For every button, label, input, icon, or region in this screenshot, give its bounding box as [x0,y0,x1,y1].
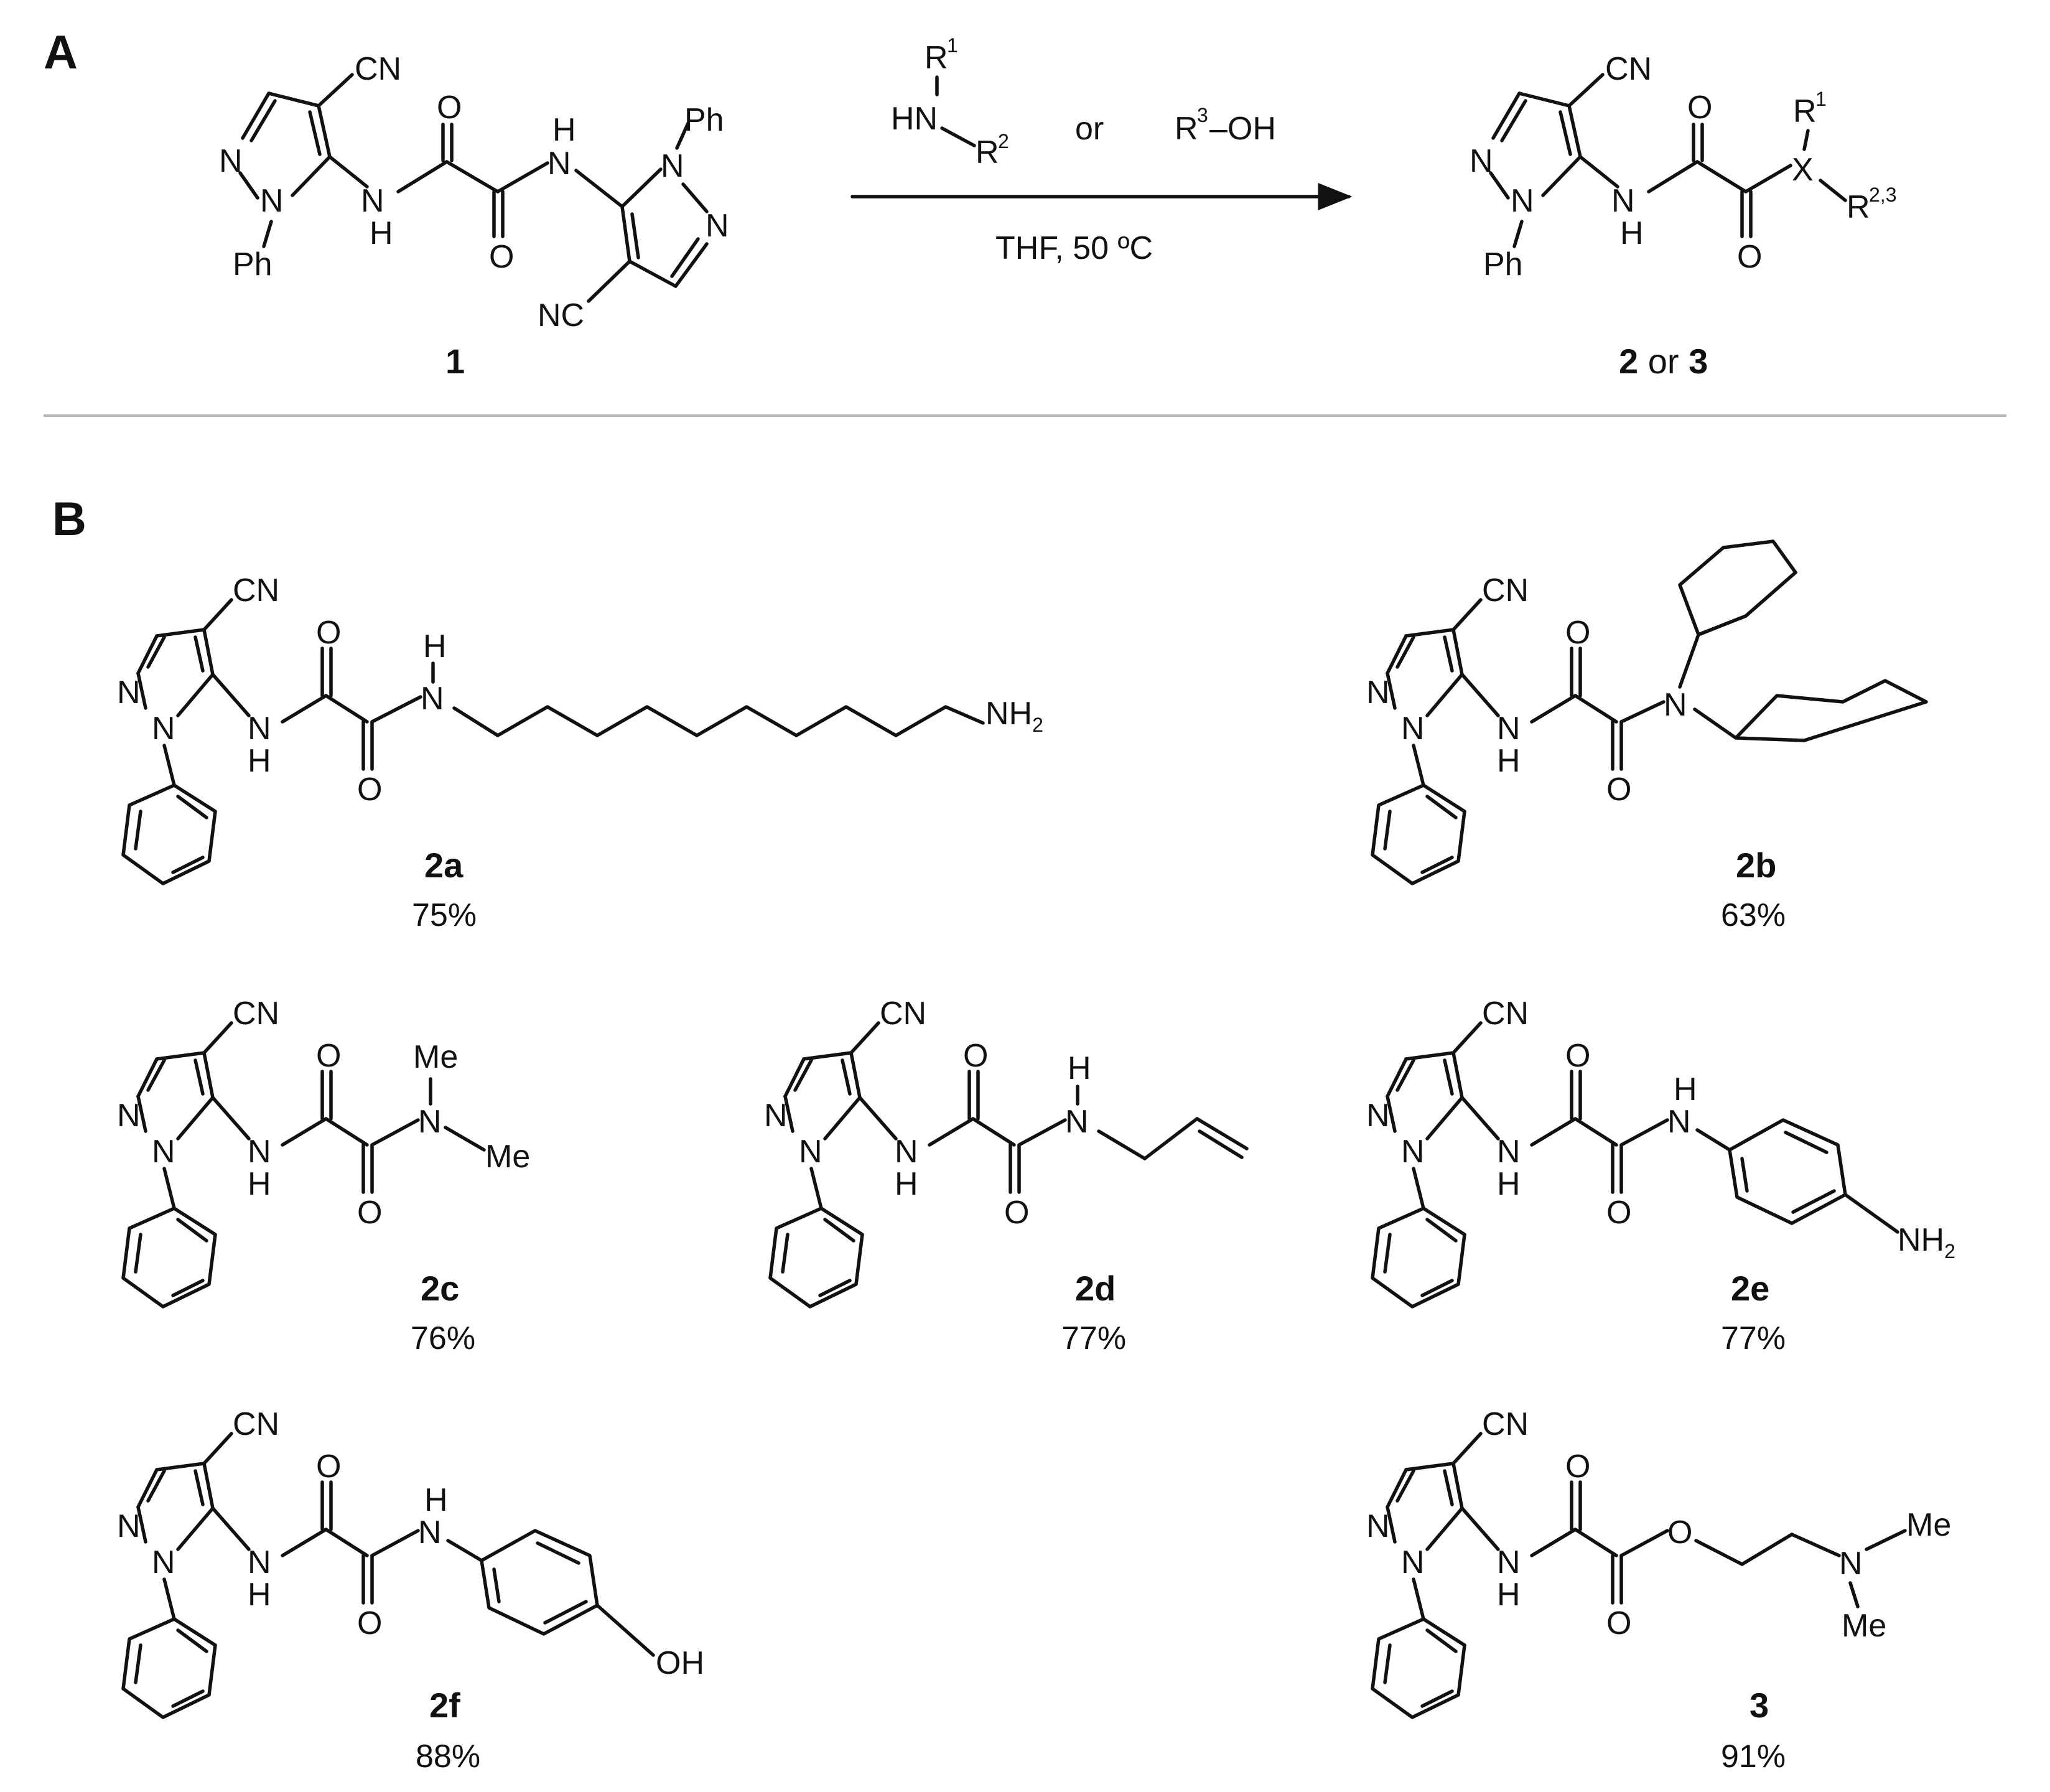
yield-2c: 76% [411,1320,475,1356]
yield-2e: 77% [1721,1320,1786,1356]
yield-2a: 75% [412,897,477,933]
compound-2a-structure: N H NH2 [117,572,1043,884]
amide-h-label: H [1068,1050,1091,1086]
reagent-oh-label: –OH [1209,111,1276,147]
amide-nitrogen-label: N [418,1104,442,1140]
yield-3: 91% [1721,1738,1786,1775]
yield-2b: 63% [1721,897,1786,933]
methyl-label: Me [413,1039,458,1075]
yield-2d: 77% [1061,1320,1126,1356]
product-r23-superscript: 2,3 [1869,184,1896,206]
compound-label-2d: 2d [1075,1269,1116,1308]
ring-nitrogen-label: N [706,208,729,244]
carbonyl-oxygen-label: O [489,239,514,275]
amide-h-label: H [423,628,447,665]
methyl-label: Me [1842,1608,1886,1644]
reagent-r3-superscript: 3 [1197,104,1208,126]
ring-nitrogen-label: N [1511,183,1534,219]
ring-nitrogen-label: N [260,183,284,219]
methyl-label: Me [485,1139,530,1175]
amide-nh-label: N [421,681,444,717]
compound-label-2a: 2a [424,846,464,885]
hydroxyl-label: OH [656,1645,704,1681]
phenyl-label: Ph [1483,246,1523,282]
panel-label-b: B [52,493,86,546]
carbonyl-oxygen-label: O [437,90,462,126]
amide-nh-label: N [547,146,571,182]
phenyl-label: Ph [684,102,724,138]
reagent-r-label: R [925,40,948,76]
amide-nh-label: N [1611,183,1635,219]
nitrile-label: CN [1605,51,1652,87]
amine-nitrogen-label: N [1839,1546,1863,1582]
panel-label-a: A [44,26,78,79]
compound-2d-structure: N H [764,996,1249,1307]
compound-3-structure: O N Me Me [1366,1406,1951,1717]
carbonyl-oxygen-label: O [1737,239,1762,275]
generic-product-structure: CN N N Ph N H O O X R 1 R 2,3 [1470,51,1896,282]
methyl-label: Me [1906,1507,1951,1543]
amine-nh2-label: NH2 [1898,1222,1955,1262]
amide-nh-label: N [1065,1104,1089,1140]
reagent-hn-label: HN [891,101,938,137]
nitrile-label: NC [538,297,584,334]
amide-h-label: H [1674,1071,1697,1108]
ring-nitrogen-label: N [1470,143,1493,179]
carbonyl-oxygen-label: O [1687,90,1712,126]
compound-label-2c: 2c [421,1269,459,1308]
amide-h-label: H [1620,215,1644,251]
nitrile-label: CN [355,51,401,87]
amide-nh-label: N [361,183,384,219]
amide-nh-label: N [1667,1104,1691,1140]
product-r-label: R [1847,189,1870,225]
amide-h-label: H [552,112,576,148]
amide-h-label: H [370,215,393,251]
reaction-conditions: THF, 50 ºC [995,230,1153,266]
phenyl-label: Ph [233,246,273,282]
compound-label-3: 3 [1749,1686,1769,1725]
reactant-label: 1 [445,342,465,381]
reactant-1-structure: CN N N Ph N H O O N H N N Ph NC [219,51,729,334]
product-label: 2 or 3 [1619,342,1708,381]
ring-nitrogen-label: N [219,143,243,179]
compound-label-2b: 2b [1736,846,1776,885]
yield-2f: 88% [416,1738,480,1775]
compound-2b-structure: N [1366,539,1928,884]
amide-nh-label: N [418,1514,442,1551]
compound-2f-structure: N H OH [117,1406,704,1717]
ester-oxygen-label: O [1667,1514,1692,1551]
ring-nitrogen-label: N [661,148,684,184]
compound-label-2e: 2e [1731,1269,1769,1308]
amide-h-label: H [424,1482,448,1518]
reagent-or-text: or [1075,111,1104,147]
reagent-r1-superscript: 1 [947,34,958,57]
compound-2c-structure: N Me Me [117,996,530,1307]
reagents: R 1 HN R 2 or R 3 –OH [891,34,1276,170]
product-r1-superscript: 1 [1815,88,1827,110]
product-r-label: R [1793,93,1817,129]
reagent-r-label: R [976,134,999,170]
x-atom-label: X [1792,152,1814,188]
reagent-r2-superscript: 2 [998,130,1009,152]
compound-label-2f: 2f [429,1686,460,1725]
compound-2e-structure: N H NH2 [1366,996,1955,1307]
amine-nh2-label: NH2 [985,696,1043,736]
amide-nitrogen-label: N [1664,687,1687,723]
reagent-r3-label: R [1175,111,1198,147]
